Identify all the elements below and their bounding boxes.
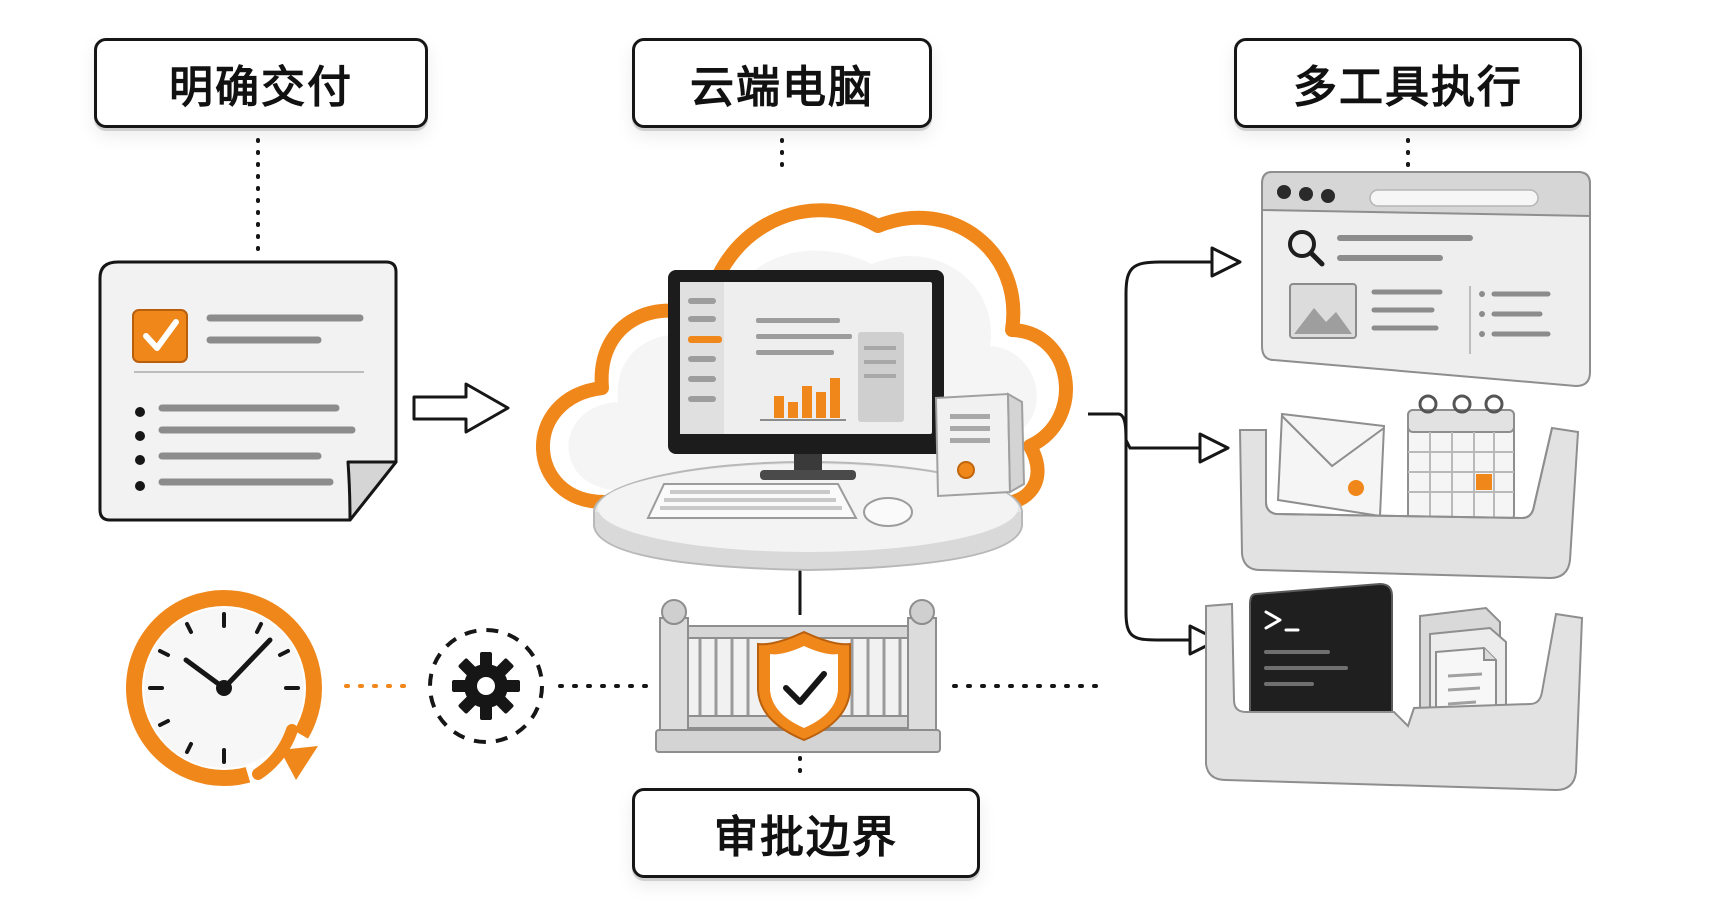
branch-middle — [1117, 412, 1200, 450]
label-cloud-computer-text: 云端电脑 — [690, 62, 874, 113]
label-approval-boundary-text: 审批边界 — [714, 812, 898, 863]
arrow-document-to-cloud — [412, 382, 510, 434]
branch-spine — [1124, 260, 1161, 642]
label-approval-boundary: 审批边界 — [632, 788, 980, 878]
arrow-head-terminal — [1188, 624, 1220, 656]
label-cloud-computer: 云端电脑 — [632, 38, 932, 128]
arrow-head-browser — [1210, 246, 1242, 278]
label-multi-tool-execution: 多工具执行 — [1234, 38, 1582, 128]
label-explicit-delivery-text: 明确交付 — [169, 62, 353, 113]
arrow-head-mail — [1198, 432, 1230, 464]
label-explicit-delivery: 明确交付 — [94, 38, 428, 128]
label-multi-tool-execution-text: 多工具执行 — [1293, 62, 1523, 113]
